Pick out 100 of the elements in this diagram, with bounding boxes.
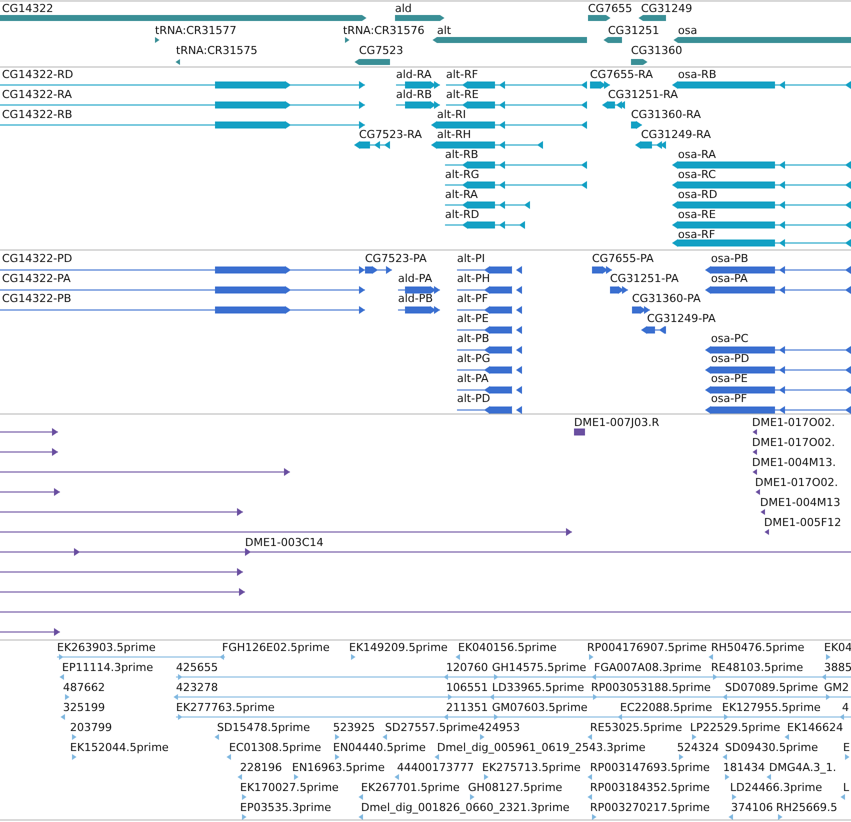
feature-label: alt-RH <box>437 128 471 141</box>
feature-label: CG31360 <box>631 44 682 57</box>
feature-label: DME1-017O02. <box>755 476 838 489</box>
feature-label: DME1-007J03.R <box>574 416 660 429</box>
feature-label: EK267701.5prime <box>361 781 460 794</box>
feature-label: alt <box>437 24 452 37</box>
feature-label: osa-PF <box>711 392 748 405</box>
feature-label: SD09430.5prime <box>725 741 818 754</box>
feature-label: alt-PE <box>457 312 489 325</box>
feature-label: 325199 <box>63 701 105 714</box>
feature-label: CG31360-PA <box>632 292 701 305</box>
feature-label: alt-PB <box>457 332 490 345</box>
feature-label: CG7655-RA <box>590 68 653 81</box>
feature-label: EK170027.5prime <box>240 781 339 794</box>
feature-label: 423278 <box>176 681 218 694</box>
feature-label: LD24466.3prime <box>730 781 822 794</box>
feature-label: E <box>843 741 850 754</box>
feature-label: CG14322-PA <box>2 272 71 285</box>
feature-label: CG31251-PA <box>610 272 679 285</box>
feature-label: RE53025.5prime <box>590 721 682 734</box>
feature-label: CG7655-PA <box>592 252 654 265</box>
feature-label: osa-RD <box>678 188 718 201</box>
feature-label: EK146624 <box>787 721 844 734</box>
feature-label: osa-RB <box>678 68 716 81</box>
feature-label: GM2 <box>824 681 850 694</box>
feature-label: alt-PH <box>457 272 490 285</box>
feature-label: ald <box>395 2 412 15</box>
feature-label: DMG4A.3_1. <box>769 761 836 774</box>
feature-label: alt-RG <box>445 168 480 181</box>
feature-label: FGH126E02.5prime <box>222 641 330 654</box>
feature-label: CG7655 <box>588 2 632 15</box>
feature-label: osa-RF <box>678 228 716 241</box>
feature-label: EK263903.5prime <box>57 641 156 654</box>
feature-label: 228196 <box>240 761 282 774</box>
feature-label: alt-PG <box>457 352 490 365</box>
feature-label: CG31249 <box>641 2 692 15</box>
feature-label: alt-PA <box>457 372 489 385</box>
feature-label: alt-RI <box>437 108 466 121</box>
feature-label: alt-RD <box>445 208 480 221</box>
feature-label: osa-PD <box>711 352 750 365</box>
feature-label: EN16963.5prime <box>292 761 385 774</box>
feature-label: L <box>843 781 850 794</box>
feature-label: 487662 <box>63 681 105 694</box>
feature-label: 424953 <box>478 721 520 734</box>
feature-label: alt-RA <box>445 188 478 201</box>
feature-label: CG31251-RA <box>608 88 678 101</box>
feature-label: EK127955.5prime <box>722 701 821 714</box>
feature-label: osa-PC <box>711 332 748 345</box>
feature-label: 425655 <box>176 661 218 674</box>
feature-label: 374106 <box>731 801 773 814</box>
feature-label: RP003053188.5prime <box>591 681 711 694</box>
feature-label: tRNA:CR31576 <box>343 24 425 37</box>
feature-label: CG14322-RD <box>2 68 74 81</box>
feature-label: RP004176907.5prime <box>587 641 707 654</box>
feature-label: RH50476.5prime <box>711 641 804 654</box>
feature-label: CG14322 <box>2 2 54 15</box>
feature-label: RP003147693.5prime <box>590 761 710 774</box>
feature-label: EN04440.5prime <box>333 741 426 754</box>
feature-label: Dmel_dig_001826_0660_2321.3prime <box>361 801 570 814</box>
feature-label: 44400173777 <box>397 761 474 774</box>
feature-label: EK275713.5prime <box>482 761 581 774</box>
feature-label: alt-PD <box>457 392 490 405</box>
feature-label: alt-RB <box>445 148 478 161</box>
feature-label: CG7523-RA <box>359 128 422 141</box>
feature-label: 3885 <box>824 661 851 674</box>
feature-label: FGA007A08.3prime <box>594 661 702 674</box>
feature-label: CG14322-PD <box>2 252 72 265</box>
feature-label: GM07603.5prime <box>492 701 588 714</box>
feature-label: 211351 <box>446 701 488 714</box>
feature-label: DME1-017O02. <box>752 416 836 429</box>
feature-label: CG14322-RA <box>2 88 72 101</box>
feature-label: LD33965.5prime <box>492 681 584 694</box>
feature-label: alt-PF <box>457 292 488 305</box>
feature-label: 4 <box>842 701 849 714</box>
feature-label: SD07089.5prime <box>725 681 818 694</box>
feature-label: EC01308.5prime <box>229 741 322 754</box>
feature-label: EP03535.3prime <box>240 801 332 814</box>
feature-label: Dmel_dig_005961_0619_2543.3prime <box>437 741 646 754</box>
feature-label: GH14575.5prime <box>492 661 586 674</box>
feature-label: alt-RE <box>446 88 479 101</box>
feature-label: RH25669.5 <box>776 801 838 814</box>
feature-label: CG7523 <box>359 44 404 57</box>
feature-label: GH08127.5prime <box>468 781 562 794</box>
feature-label: DME1-005F12 <box>764 516 842 529</box>
feature-label: LP22529.5prime <box>690 721 780 734</box>
feature-label: alt-RF <box>446 68 478 81</box>
feature-label: tRNA:CR31577 <box>155 24 237 37</box>
feature-label: SD15478.5prime <box>217 721 310 734</box>
feature-label: osa-PB <box>711 252 748 265</box>
feature-label: CG31249-PA <box>647 312 716 325</box>
feature-label: EK152044.5prime <box>70 741 169 754</box>
feature-label: 524324 <box>677 741 719 754</box>
feature-label: CG7523-PA <box>365 252 427 265</box>
feature-label: 181434 <box>723 761 765 774</box>
feature-label: 120760 <box>446 661 488 674</box>
feature-label: CG14322-RB <box>2 108 72 121</box>
feature-label: osa-PE <box>711 372 748 385</box>
feature-label: osa-PA <box>711 272 748 285</box>
feature-label: RP003184352.5prime <box>590 781 710 794</box>
feature-label: RP003270217.5prime <box>590 801 710 814</box>
